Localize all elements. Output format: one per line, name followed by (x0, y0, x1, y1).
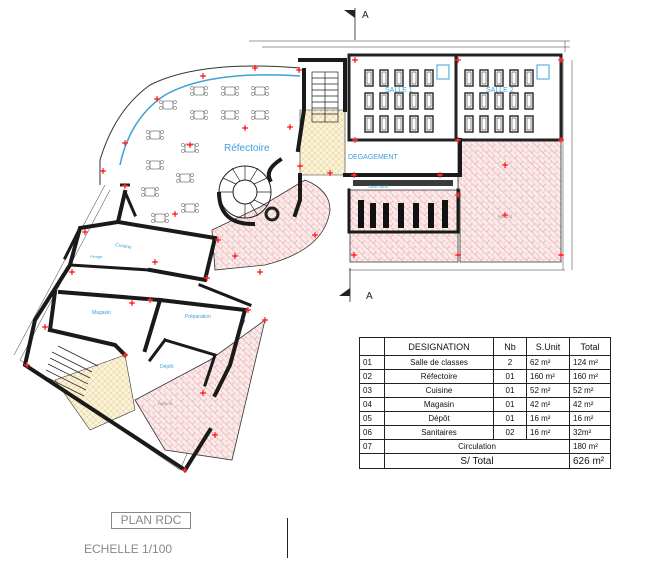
row-num: 03 (359, 383, 385, 398)
row-name: Cuisine (384, 383, 494, 398)
subtotal-label: S/ Total (384, 453, 570, 469)
table-row: 04 Magasin 01 42 m² 42 m² (359, 397, 611, 412)
row-total: 42 m² (569, 397, 611, 412)
row-unit: 16 m² (526, 411, 570, 426)
header-total: Total (569, 337, 611, 356)
row-name: Salle de classes (384, 355, 494, 370)
room-label-refectoire: Réfectoire (224, 143, 270, 154)
circulation-row: 07 Circulation 180 m² (359, 439, 611, 454)
row-num: 05 (359, 411, 385, 426)
row-name: Réfectoire (384, 369, 494, 384)
row-num: 04 (359, 397, 385, 412)
divider-line (287, 518, 288, 558)
row-num: 02 (359, 369, 385, 384)
header-num (359, 337, 385, 356)
row-total: 124 m² (569, 355, 611, 370)
header-designation: DESIGNATION (384, 337, 494, 356)
row-nb: 01 (493, 411, 527, 426)
row-unit: 16 m² (526, 425, 570, 440)
refectory-tables (140, 86, 270, 224)
room-label-preparation: Préparation (185, 314, 211, 320)
classrooms (347, 53, 563, 142)
row-nb: 2 (493, 355, 527, 370)
header-nb: Nb (493, 337, 527, 356)
room-labels: SALLE 1 SALLE 2 Réfectoire DEGAGEMENT SA… (90, 87, 514, 406)
room-label-parvis-2: PARVIS (158, 401, 173, 406)
row-num: 01 (359, 355, 385, 370)
section-label-bottom: A (366, 291, 373, 302)
section-marker-bottom: A (339, 268, 373, 302)
area-schedule-table: DESIGNATION Nb S.Unit Total 01 Salle de … (359, 337, 611, 469)
row-unit: 42 m² (526, 397, 570, 412)
row-total: 32m² (569, 425, 611, 440)
row-unit: 62 m² (526, 355, 570, 370)
row-total: 52 m² (569, 383, 611, 398)
room-label-salle1: SALLE 1 (385, 87, 413, 94)
row-num-empty (359, 453, 385, 469)
room-label-sanitaires: SANITAIRE (368, 184, 389, 189)
room-label-depot: Dépôt (160, 364, 174, 370)
table-row: 05 Dépôt 01 16 m² 16 m² (359, 411, 611, 426)
row-name: Magasin (384, 397, 494, 412)
room-label-magasin: Magasin (92, 310, 111, 316)
row-total: 180 m² (569, 439, 611, 454)
row-nb: 02 (493, 425, 527, 440)
row-name: Dépôt (384, 411, 494, 426)
room-label-salle2: SALLE 2 (486, 87, 514, 94)
room-label-cuisine: Cuisine (115, 242, 133, 251)
row-nb: 01 (493, 383, 527, 398)
table-row: 03 Cuisine 01 52 m² 52 m² (359, 383, 611, 398)
walls (22, 58, 462, 473)
row-unit: 52 m² (526, 383, 570, 398)
table-row: 01 Salle de classes 2 62 m² 124 m² (359, 355, 611, 370)
subtotal-value: 626 m² (569, 453, 611, 469)
table-row: 02 Réfectoire 01 160 m² 160 m² (359, 369, 611, 384)
section-marker-top: A (344, 8, 369, 40)
scale-label: ECHELLE 1/100 (84, 542, 173, 556)
row-num: 07 (359, 439, 385, 454)
room-label-parvis: PARVIS (498, 214, 513, 219)
row-nb: 01 (493, 369, 527, 384)
schedule-header-row: DESIGNATION Nb S.Unit Total (359, 337, 611, 356)
row-total: 16 m² (569, 411, 611, 426)
room-label-degagement: DEGAGEMENT (348, 154, 399, 161)
room-label-plonge: Plonge (90, 254, 103, 259)
spiral-staircase (217, 165, 280, 227)
row-nb: 01 (493, 397, 527, 412)
row-num: 06 (359, 425, 385, 440)
section-label-top: A (362, 10, 369, 21)
row-name: Sanitaires (384, 425, 494, 440)
row-unit: 160 m² (526, 369, 570, 384)
row-total: 160 m² (569, 369, 611, 384)
table-row: 06 Sanitaires 02 16 m² 32m² (359, 425, 611, 440)
plan-title: PLAN RDC (111, 512, 191, 529)
sanitary-stalls (353, 180, 453, 228)
subtotal-row: S/ Total 626 m² (359, 453, 611, 469)
row-name: Circulation (384, 439, 570, 454)
straight-stairs (43, 71, 339, 397)
header-sunit: S.Unit (526, 337, 570, 356)
